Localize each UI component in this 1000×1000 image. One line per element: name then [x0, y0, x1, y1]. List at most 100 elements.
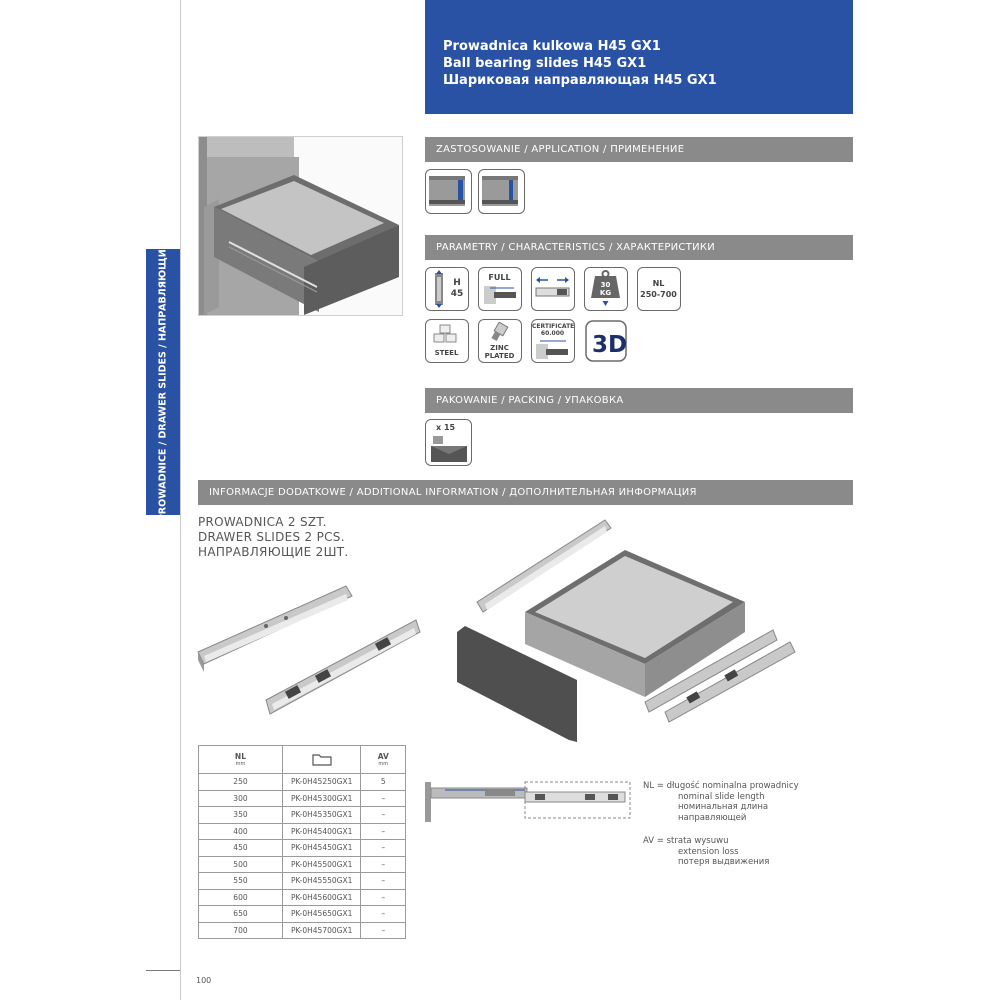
table-cell-code: PK-0H45550GX1	[281, 872, 362, 890]
table-cell-code: PK-0H45700GX1	[281, 921, 362, 939]
table-cell-code: PK-0H45350GX1	[281, 806, 362, 824]
table-cell-code: PK-0H45300GX1	[281, 789, 362, 807]
av-note-line1: AV = strata wysuwu	[643, 836, 729, 846]
table-cell-nl: 450	[198, 839, 283, 857]
full-label: FULL	[488, 273, 511, 282]
nl-column-title: NL	[234, 752, 246, 761]
table-cell-nl: 300	[198, 789, 283, 807]
nl-note-line2: nominal slide length	[678, 791, 765, 802]
steel-icon: STEEL	[425, 319, 469, 363]
table-cell-av: –	[360, 872, 406, 890]
box-icon	[431, 436, 467, 462]
drawer-assembly-illustration	[457, 519, 796, 742]
code-column-header	[281, 745, 362, 774]
table-cell-code: PK-0H45500GX1	[281, 855, 362, 873]
nl-note-line4: направляющей	[678, 812, 747, 823]
av-note-line2: extension loss	[678, 846, 739, 857]
drawer-side-left-icon	[429, 176, 465, 206]
section-characteristics: PARAMETRY / CHARACTERISTICS / ХАРАКТЕРИС…	[425, 235, 853, 260]
nl-note: NL = długość nominalna prowadnicy nomina…	[643, 781, 799, 823]
application-icon-left	[425, 169, 472, 214]
height-icon: H 45	[425, 267, 469, 311]
three-d-icon: 3D	[584, 319, 628, 363]
drawer-cabinet-illustration	[199, 137, 402, 315]
table-cell-code: PK-0H45400GX1	[281, 822, 362, 840]
product-photo	[198, 136, 403, 316]
footer-rule	[146, 970, 180, 971]
title-russian: Шариковая направляющая H45 GX1	[443, 73, 717, 88]
table-cell-av: –	[360, 921, 406, 939]
nl-label: NL	[652, 279, 665, 288]
table-cell-nl: 500	[198, 855, 283, 873]
slides-pair-illustration	[197, 585, 421, 715]
av-note: AV = strata wysuwu extension loss потеря…	[643, 836, 769, 868]
table-cell-av: –	[360, 839, 406, 857]
title-banner: Prowadnica kulkowa H45 GX1 Ball bearing …	[425, 0, 853, 114]
table-cell-nl: 350	[198, 806, 283, 824]
nl-range: 250-700	[640, 290, 677, 299]
table-cell-nl: 600	[198, 888, 283, 906]
nl-note-line1: NL = długość nominalna prowadnicy	[643, 781, 799, 791]
category-sidebar: PROWADNICE / DRAWER SLIDES / НАПРАВЛЯЮЩИ…	[146, 243, 180, 521]
page-number: 100	[196, 976, 212, 985]
table-cell-code: PK-0H45600GX1	[281, 888, 362, 906]
title-polish: Prowadnica kulkowa H45 GX1	[443, 39, 661, 54]
full-extension-icon: FULL	[478, 267, 522, 311]
table-cell-nl: 650	[198, 905, 283, 923]
certificate-label: CERTIFICATE	[532, 323, 575, 330]
zinc-plated-icon: ZINC PLATED	[478, 319, 522, 363]
nl-note-line3: номинальная длина	[678, 802, 769, 812]
table-cell-code: PK-0H45450GX1	[281, 839, 362, 857]
table-header-row: NL mm AV mm	[198, 745, 406, 774]
category-label: PROWADNICE / DRAWER SLIDES / НАПРАВЛЯЮЩИ…	[157, 242, 169, 522]
quantity-line-russian: НАПРАВЛЯЮЩИЕ 2ШТ.	[198, 545, 349, 559]
table-cell-nl: 250	[198, 773, 283, 791]
three-d-badge-icon: 3D	[585, 320, 627, 362]
title-english: Ball bearing slides H45 GX1	[443, 56, 647, 71]
packing-icon: x 15	[425, 419, 472, 466]
soft-close-icon	[531, 267, 575, 311]
av-column-unit: mm	[378, 761, 389, 767]
load-unit: KG	[599, 289, 612, 297]
drawer-side-right-icon	[482, 176, 518, 206]
section-additional-info: INFORMACJE DODATKOWE / ADDITIONAL INFORM…	[198, 480, 853, 505]
table-cell-av: 5	[360, 773, 406, 791]
section-application: ZASTOSOWANIE / APPLICATION / ПРИМЕНЕНИЕ	[425, 137, 853, 162]
av-note-line3: потеря выдвижения	[678, 857, 770, 867]
folder-icon	[312, 753, 332, 766]
nl-column-header: NL mm	[198, 745, 283, 774]
table-cell-av: –	[360, 789, 406, 807]
height-letter: H	[453, 278, 461, 288]
quantity-line-english: DRAWER SLIDES 2 PCS.	[198, 530, 345, 544]
load-capacity-icon: 30 KG	[584, 267, 628, 311]
table-cell-av: –	[360, 822, 406, 840]
zinc-line2: PLATED	[484, 352, 515, 360]
brush-icon	[491, 322, 509, 341]
page-divider	[180, 0, 181, 1000]
table-cell-code: PK-0H45250GX1	[281, 773, 362, 791]
slide-height-icon	[435, 270, 443, 308]
table-cell-nl: 550	[198, 872, 283, 890]
height-value: 45	[450, 289, 464, 299]
zinc-line1: ZINC	[490, 344, 509, 352]
weight-icon	[591, 270, 620, 306]
table-cell-av: –	[360, 806, 406, 824]
certificate-value: 60.000	[540, 330, 565, 337]
three-d-label: 3D	[592, 332, 627, 358]
av-column-header: AV mm	[360, 745, 406, 774]
table-cell-av: –	[360, 855, 406, 873]
nl-column-unit: mm	[235, 761, 246, 767]
table-cell-nl: 400	[198, 822, 283, 840]
table-cell-av: –	[360, 888, 406, 906]
certificate-icon: CERTIFICATE 60.000	[531, 319, 575, 363]
